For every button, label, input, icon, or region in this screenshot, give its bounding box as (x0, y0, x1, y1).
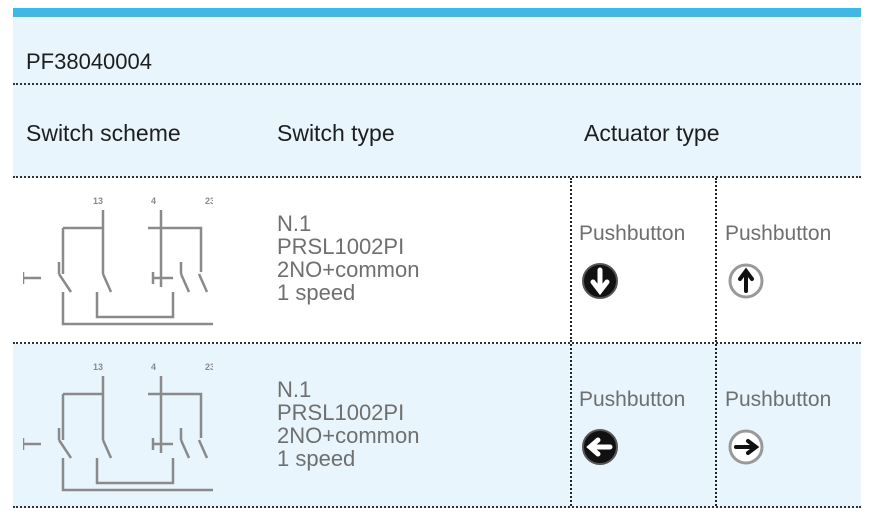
switch-type-cell: N.1 PRSL1002PI 2NO+common 1 speed (277, 378, 419, 470)
header-switch-scheme: Switch scheme (26, 120, 181, 146)
switch-scheme-diagram: 13 4 23 (23, 362, 213, 492)
switch-contacts: 2NO+common (277, 423, 420, 448)
actuator-label: Pushbutton (725, 222, 832, 245)
column-divider (715, 344, 717, 506)
product-code-row: PF38040004 (13, 17, 861, 85)
switch-speed: 1 speed (277, 280, 356, 305)
arrow-right-white-icon (728, 429, 764, 465)
product-table: PF38040004 Switch scheme Switch type Act… (13, 8, 861, 508)
actuator-label: Pushbutton (725, 388, 832, 411)
switch-model: PRSL1002PI (277, 400, 405, 425)
header-switch-type: Switch type (277, 120, 395, 146)
actuator-label: Pushbutton (579, 222, 686, 245)
terminal-label-23: 23 (205, 196, 213, 206)
switch-model: PRSL1002PI (277, 234, 405, 259)
switch-type-cell: N.1 PRSL1002PI 2NO+common 1 speed (277, 212, 419, 304)
switch-speed: 1 speed (277, 446, 356, 471)
table-row: 13 4 23 N.1 PRSL1002PI 2NO+common 1 spee… (13, 178, 861, 344)
terminal-label-4: 4 (151, 362, 156, 372)
switch-scheme-diagram: 13 4 23 (23, 196, 213, 326)
accent-bar (13, 8, 861, 17)
switch-contacts: 2NO+common (277, 257, 420, 282)
column-divider (715, 178, 717, 342)
terminal-label-13: 13 (93, 196, 103, 206)
arrow-up-white-icon (728, 263, 764, 299)
arrow-left-black-icon (582, 429, 618, 465)
header-actuator-type: Actuator type (584, 120, 720, 146)
arrow-down-black-icon (582, 263, 618, 299)
table-row: 13 4 23 N.1 PRSL1002PI 2NO+common 1 spee… (13, 344, 861, 508)
switch-quantity: N.1 (277, 211, 312, 236)
product-code: PF38040004 (26, 49, 152, 74)
actuator-label: Pushbutton (579, 388, 686, 411)
terminal-label-23: 23 (205, 362, 213, 372)
terminal-label-4: 4 (151, 196, 156, 206)
header-row: Switch scheme Switch type Actuator type (13, 85, 861, 178)
column-divider (570, 344, 572, 506)
switch-quantity: N.1 (277, 377, 312, 402)
terminal-label-13: 13 (93, 362, 103, 372)
column-divider (570, 178, 572, 342)
